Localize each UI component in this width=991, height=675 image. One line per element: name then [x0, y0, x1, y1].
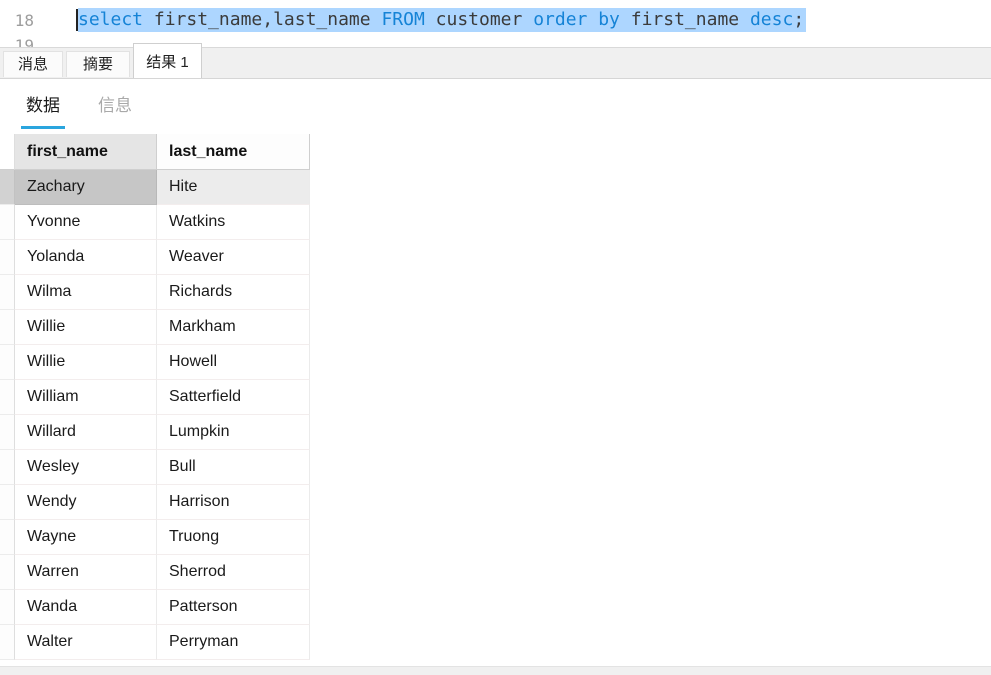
sql-keyword: FROM [381, 9, 425, 30]
row-selector-gutter[interactable] [0, 485, 15, 520]
table-cell[interactable]: Wilma [15, 275, 157, 310]
subtab-data[interactable]: 数据 [21, 93, 65, 129]
row-selector-gutter[interactable] [0, 310, 15, 345]
sql-keyword: order [533, 9, 588, 30]
editor-line-prev: 18 [0, 0, 991, 30]
table-cell[interactable]: Wesley [15, 450, 157, 485]
row-selector-gutter[interactable] [0, 520, 15, 555]
text-caret [76, 9, 78, 31]
sql-editor[interactable]: 18 19 select first_name,last_name FROM c… [0, 0, 991, 48]
table-cell[interactable]: Truong [157, 520, 310, 555]
table-cell[interactable]: Markham [157, 310, 310, 345]
row-selector-gutter[interactable] [0, 345, 15, 380]
table-cell[interactable]: Wanda [15, 590, 157, 625]
row-selector-gutter[interactable] [0, 240, 15, 275]
result-sub-tabs: 数据 信息 [0, 79, 991, 134]
table-cell[interactable]: Warren [15, 555, 157, 590]
table-cell[interactable]: Watkins [157, 205, 310, 240]
row-selector-gutter[interactable] [0, 625, 15, 660]
table-cell[interactable]: Perryman [157, 625, 310, 660]
table-cell[interactable]: Richards [157, 275, 310, 310]
table-cell[interactable]: Wendy [15, 485, 157, 520]
table-cell[interactable]: Willie [15, 310, 157, 345]
line-number: 19 [14, 36, 34, 48]
horizontal-scrollbar[interactable] [0, 666, 991, 675]
row-selector-gutter[interactable] [0, 555, 15, 590]
row-selector-gutter[interactable] [0, 415, 15, 450]
row-selector-gutter[interactable] [0, 134, 15, 170]
table-cell[interactable]: Willie [15, 345, 157, 380]
row-selector-gutter[interactable] [0, 590, 15, 625]
table-cell[interactable]: Lumpkin [157, 415, 310, 450]
row-selector-gutter[interactable] [0, 380, 15, 415]
table-cell[interactable]: Sherrod [157, 555, 310, 590]
results-tab-bar: 消息 摘要 结果 1 [0, 43, 991, 79]
table-cell[interactable]: Harrison [157, 485, 310, 520]
sql-identifier: first_name,last_name [143, 9, 382, 30]
editor-line-current[interactable]: 19 select first_name,last_name FROM cust… [0, 7, 991, 47]
sql-selected-text[interactable]: select first_name,last_name FROM custome… [78, 8, 807, 32]
sql-identifier: ; [793, 9, 805, 30]
table-cell[interactable]: Hite [157, 170, 310, 205]
tab-messages[interactable]: 消息 [3, 51, 63, 77]
table-cell[interactable]: Weaver [157, 240, 310, 275]
sql-keyword: desc [749, 9, 794, 30]
sql-keyword: select [78, 9, 144, 30]
column-header-first-name[interactable]: first_name [15, 134, 157, 170]
sql-keyword: by [598, 9, 620, 30]
row-selector-gutter[interactable] [0, 170, 15, 205]
table-cell[interactable]: Howell [157, 345, 310, 380]
table-cell[interactable]: Wayne [15, 520, 157, 555]
tab-result-1[interactable]: 结果 1 [133, 43, 202, 78]
table-cell[interactable]: William [15, 380, 157, 415]
sql-identifier [587, 9, 598, 30]
table-cell[interactable]: Satterfield [157, 380, 310, 415]
table-cell[interactable]: Zachary [15, 170, 157, 205]
line-number: 18 [14, 11, 34, 30]
table-cell[interactable]: Willard [15, 415, 157, 450]
sql-identifier: customer [424, 9, 534, 30]
column-header-last-name[interactable]: last_name [157, 134, 310, 170]
subtab-info[interactable]: 信息 [98, 96, 132, 115]
tab-summary[interactable]: 摘要 [66, 51, 130, 77]
row-selector-gutter[interactable] [0, 450, 15, 485]
sql-identifier: first_name [619, 9, 750, 30]
table-cell[interactable]: Walter [15, 625, 157, 660]
grid-header-row: first_name last_name [0, 134, 311, 170]
table-cell[interactable]: Patterson [157, 590, 310, 625]
table-cell[interactable]: Bull [157, 450, 310, 485]
row-selector-gutter[interactable] [0, 205, 15, 240]
table-cell[interactable]: Yvonne [15, 205, 157, 240]
table-cell[interactable]: Yolanda [15, 240, 157, 275]
row-selector-gutter[interactable] [0, 275, 15, 310]
